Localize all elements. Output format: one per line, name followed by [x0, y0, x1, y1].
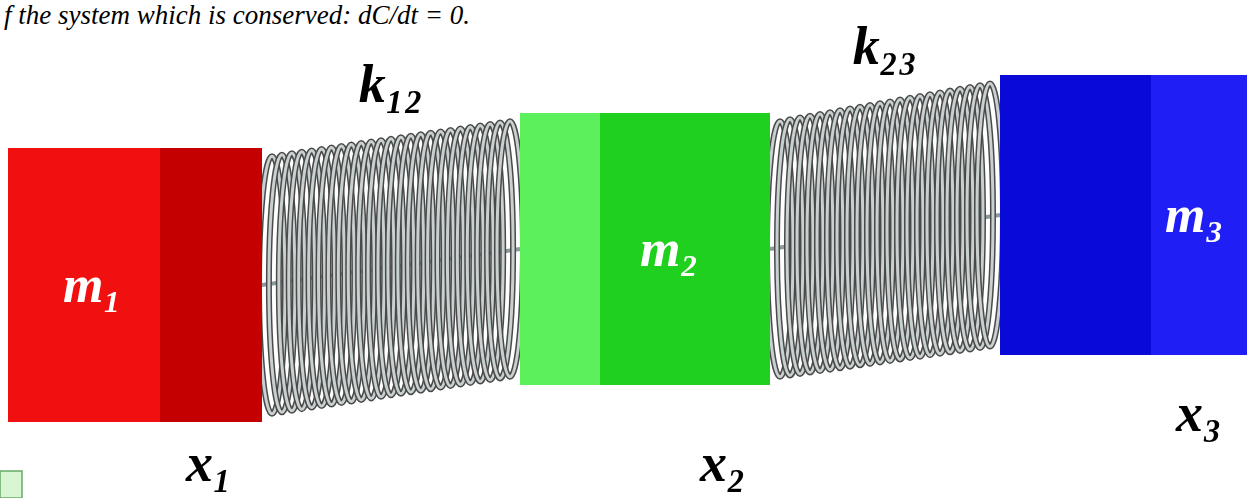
mass-label: m₂: [640, 223, 699, 275]
position-label: x₁: [186, 436, 232, 490]
mass-block-blue: m₃: [1000, 75, 1247, 355]
spring: [767, 83, 1003, 376]
position-label: x₂: [700, 436, 746, 490]
spring-constant: k₂₃: [853, 19, 918, 73]
spring: [259, 121, 523, 414]
spring-constant: k₁₂: [359, 57, 424, 111]
slide-text: f the system which is conserved: dC/dt =…: [4, 2, 470, 29]
mass-label: m₁: [63, 259, 122, 311]
mass-label: m₃: [1165, 189, 1224, 241]
mass-block-green: m₂: [520, 113, 770, 385]
position-label: x₃: [1176, 386, 1222, 440]
green-tab: [0, 471, 22, 498]
mass-block-red: m₁: [8, 148, 262, 422]
